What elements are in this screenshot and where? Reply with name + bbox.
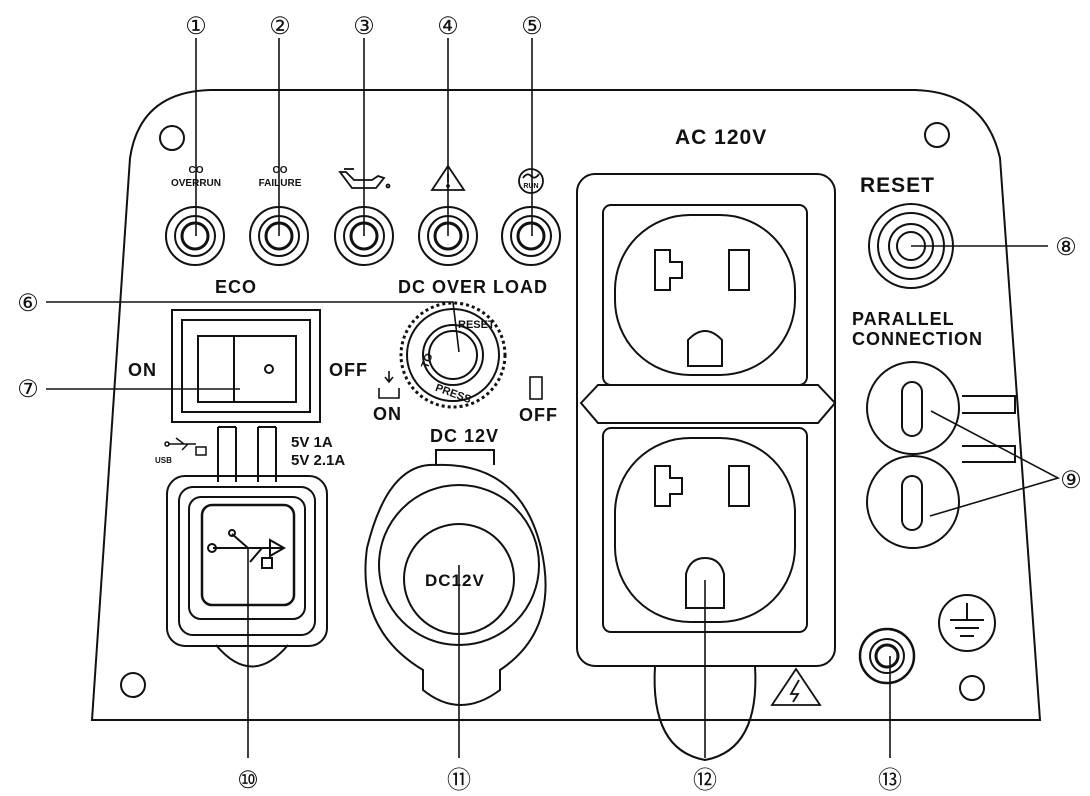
callout-12: ⑫ xyxy=(693,766,717,794)
callout-2: ② xyxy=(269,12,291,40)
usb-small-label: USB xyxy=(155,456,172,465)
breaker-off-symbol-icon xyxy=(529,376,543,400)
mount-hole xyxy=(159,125,185,151)
callout-13: ⑬ xyxy=(878,766,902,794)
dc-breaker-button[interactable] xyxy=(399,301,507,409)
usb-spec-1: 5V 1A xyxy=(291,434,333,451)
dc12v-socket-label: DC12V xyxy=(425,571,485,590)
breaker-off-label: OFF xyxy=(519,405,558,425)
ac-receptacle-module[interactable] xyxy=(576,173,837,762)
indicator-run: RUN xyxy=(501,168,561,266)
eco-on-label: ON xyxy=(128,360,157,380)
callout-9: ⑨ xyxy=(1060,466,1082,494)
mount-hole xyxy=(120,672,146,698)
callout-6: ⑥ xyxy=(17,289,39,317)
run-icon xyxy=(518,168,544,194)
ac-outlet-upper[interactable] xyxy=(614,214,796,376)
dc-overload-label: DC OVER LOAD xyxy=(398,277,548,297)
dc12v-label: DC 12V xyxy=(430,426,499,446)
mount-hole xyxy=(959,675,985,701)
eco-switch[interactable] xyxy=(171,309,321,423)
usb-spec-2: 5V 2.1A xyxy=(291,452,345,469)
breaker-on-symbol-icon xyxy=(378,371,400,399)
co-failure-label-2: FAILURE xyxy=(259,178,302,189)
run-label: RUN xyxy=(523,183,538,190)
callout-leaders xyxy=(46,38,1061,758)
breaker-on-label: ON xyxy=(373,404,402,424)
panel-outline xyxy=(90,89,1042,721)
ac-voltage-label: AC 120V xyxy=(675,126,767,149)
parallel-port-lower[interactable] xyxy=(866,445,1016,549)
breaker-reset-text: RESET xyxy=(458,319,495,331)
callout-1: ① xyxy=(185,12,207,40)
callout-11: ⑪ xyxy=(447,766,471,794)
ground-icon xyxy=(938,594,996,652)
eco-label: ECO xyxy=(215,277,257,297)
parallel-label-1: PARALLEL xyxy=(852,309,955,329)
callout-4: ④ xyxy=(437,12,459,40)
callout-8: ⑧ xyxy=(1055,233,1077,261)
usb-icon xyxy=(207,529,287,569)
callout-5: ⑤ xyxy=(521,12,543,40)
callout-3: ③ xyxy=(353,12,375,40)
parallel-label-2: CONNECTION xyxy=(852,329,983,349)
reset-label: RESET xyxy=(860,174,935,197)
mount-hole xyxy=(924,122,950,148)
oil-can-icon xyxy=(338,168,391,189)
breaker-to-text: TO xyxy=(419,351,436,370)
high-voltage-icon xyxy=(770,667,822,706)
callout-10: ⑩ xyxy=(237,766,259,794)
indicator-co-overrun: CO OVERRUN xyxy=(165,165,225,266)
parallel-port-upper[interactable] xyxy=(866,361,1016,455)
co-failure-label-1: CO xyxy=(273,165,288,176)
usb-small-icon xyxy=(164,437,207,456)
eco-off-label: OFF xyxy=(329,360,368,380)
callout-7: ⑦ xyxy=(17,375,39,403)
usb-port-cover[interactable] xyxy=(166,426,328,668)
ground-terminal[interactable] xyxy=(858,627,916,685)
callouts: ① ② ③ ④ ⑤ ⑥ ⑦ ⑧ ⑨ ⑩ ⑪ ⑫ ⑬ xyxy=(17,12,1082,794)
